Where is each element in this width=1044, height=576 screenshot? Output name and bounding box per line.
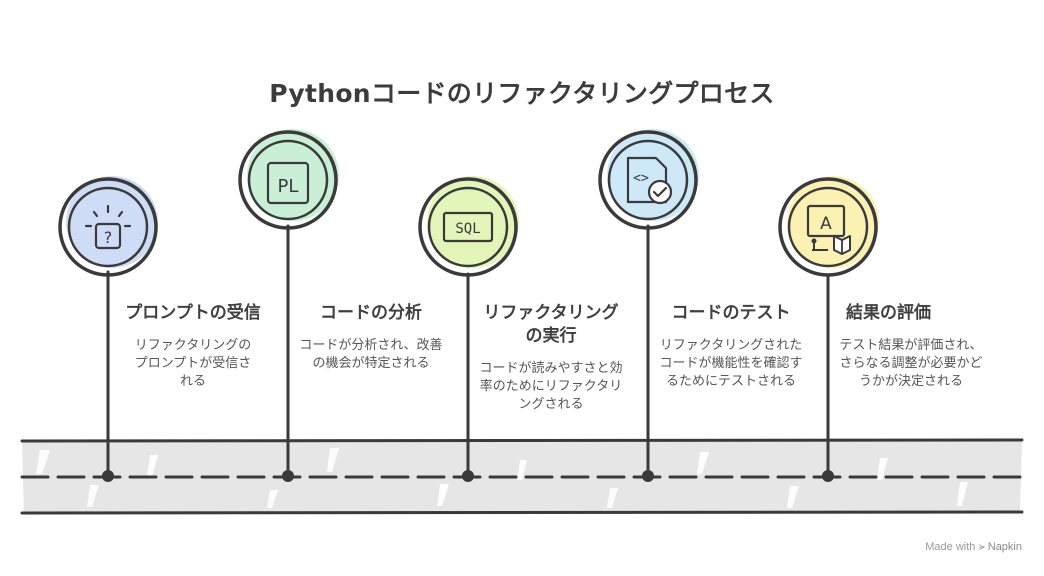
diagram-title: Pythonコードのリファクタリングプロセス (269, 79, 775, 108)
step-5-title: 結果の評価 (846, 303, 931, 323)
sql-icon: SQL (442, 211, 494, 243)
step-1-title: プロンプトの受信 (125, 303, 261, 323)
svg-text:A: A (820, 214, 832, 234)
road-top-line (20, 438, 1024, 443)
step-4-text: コードのテスト リファクタリングされたコードが機能性を確認するためにテストされる (656, 302, 806, 391)
svg-text:?: ? (104, 228, 113, 247)
step-1-description: リファクタリングのプロンプトが受信される (134, 338, 252, 389)
step-1-marker: ? (58, 176, 158, 482)
svg-text:<>: <> (633, 171, 649, 186)
step-5-description: テスト結果が評価され、さらなる調整が必要かどうかが決定される (839, 338, 983, 389)
step-3-text: リファクタリングの実行 コードが読みやすさと効率のためにリファクタリングされる (476, 302, 626, 414)
timeline-road (20, 438, 1024, 515)
napkin-logo-icon: ⪫ (978, 541, 985, 553)
step-3-marker: SQL (418, 176, 519, 482)
step-3-title: リファクタリングの実行 (483, 303, 619, 346)
watermark-brand: Napkin (987, 541, 1022, 553)
watermark-prefix: Made with (925, 541, 976, 553)
step-2-description: コードが分析され、改善の機会が特定される (299, 338, 443, 371)
step-5-text: 結果の評価 テスト結果が評価され、さらなる調整が必要かどうかが決定される (836, 302, 986, 391)
svg-text:PL: PL (278, 176, 299, 197)
programming-language-icon: PL (266, 161, 310, 205)
napkin-watermark: Made with ⪫ Napkin (925, 541, 1022, 554)
step-4-marker: <> (598, 129, 699, 482)
step-5-marker: A (778, 176, 879, 482)
step-4-title: コードのテスト (671, 303, 791, 323)
code-check-icon: <> (626, 156, 673, 205)
reading-ai-icon: A (806, 204, 851, 255)
road-bottom-line (20, 510, 1024, 515)
step-2-title: コードの分析 (320, 303, 422, 323)
step-4-description: リファクタリングされたコードが機能性を確認するためにテストされる (659, 338, 803, 389)
step-1-text: プロンプトの受信 リファクタリングのプロンプトが受信される (116, 302, 270, 391)
step-3-description: コードが読みやすさと効率のためにリファクタリングされる (479, 361, 623, 412)
step-2-text: コードの分析 コードが分析され、改善の機会が特定される (296, 302, 446, 373)
prompt-question-icon: ? (84, 204, 132, 250)
step-2-marker: PL (238, 129, 339, 482)
svg-text:SQL: SQL (455, 221, 480, 237)
